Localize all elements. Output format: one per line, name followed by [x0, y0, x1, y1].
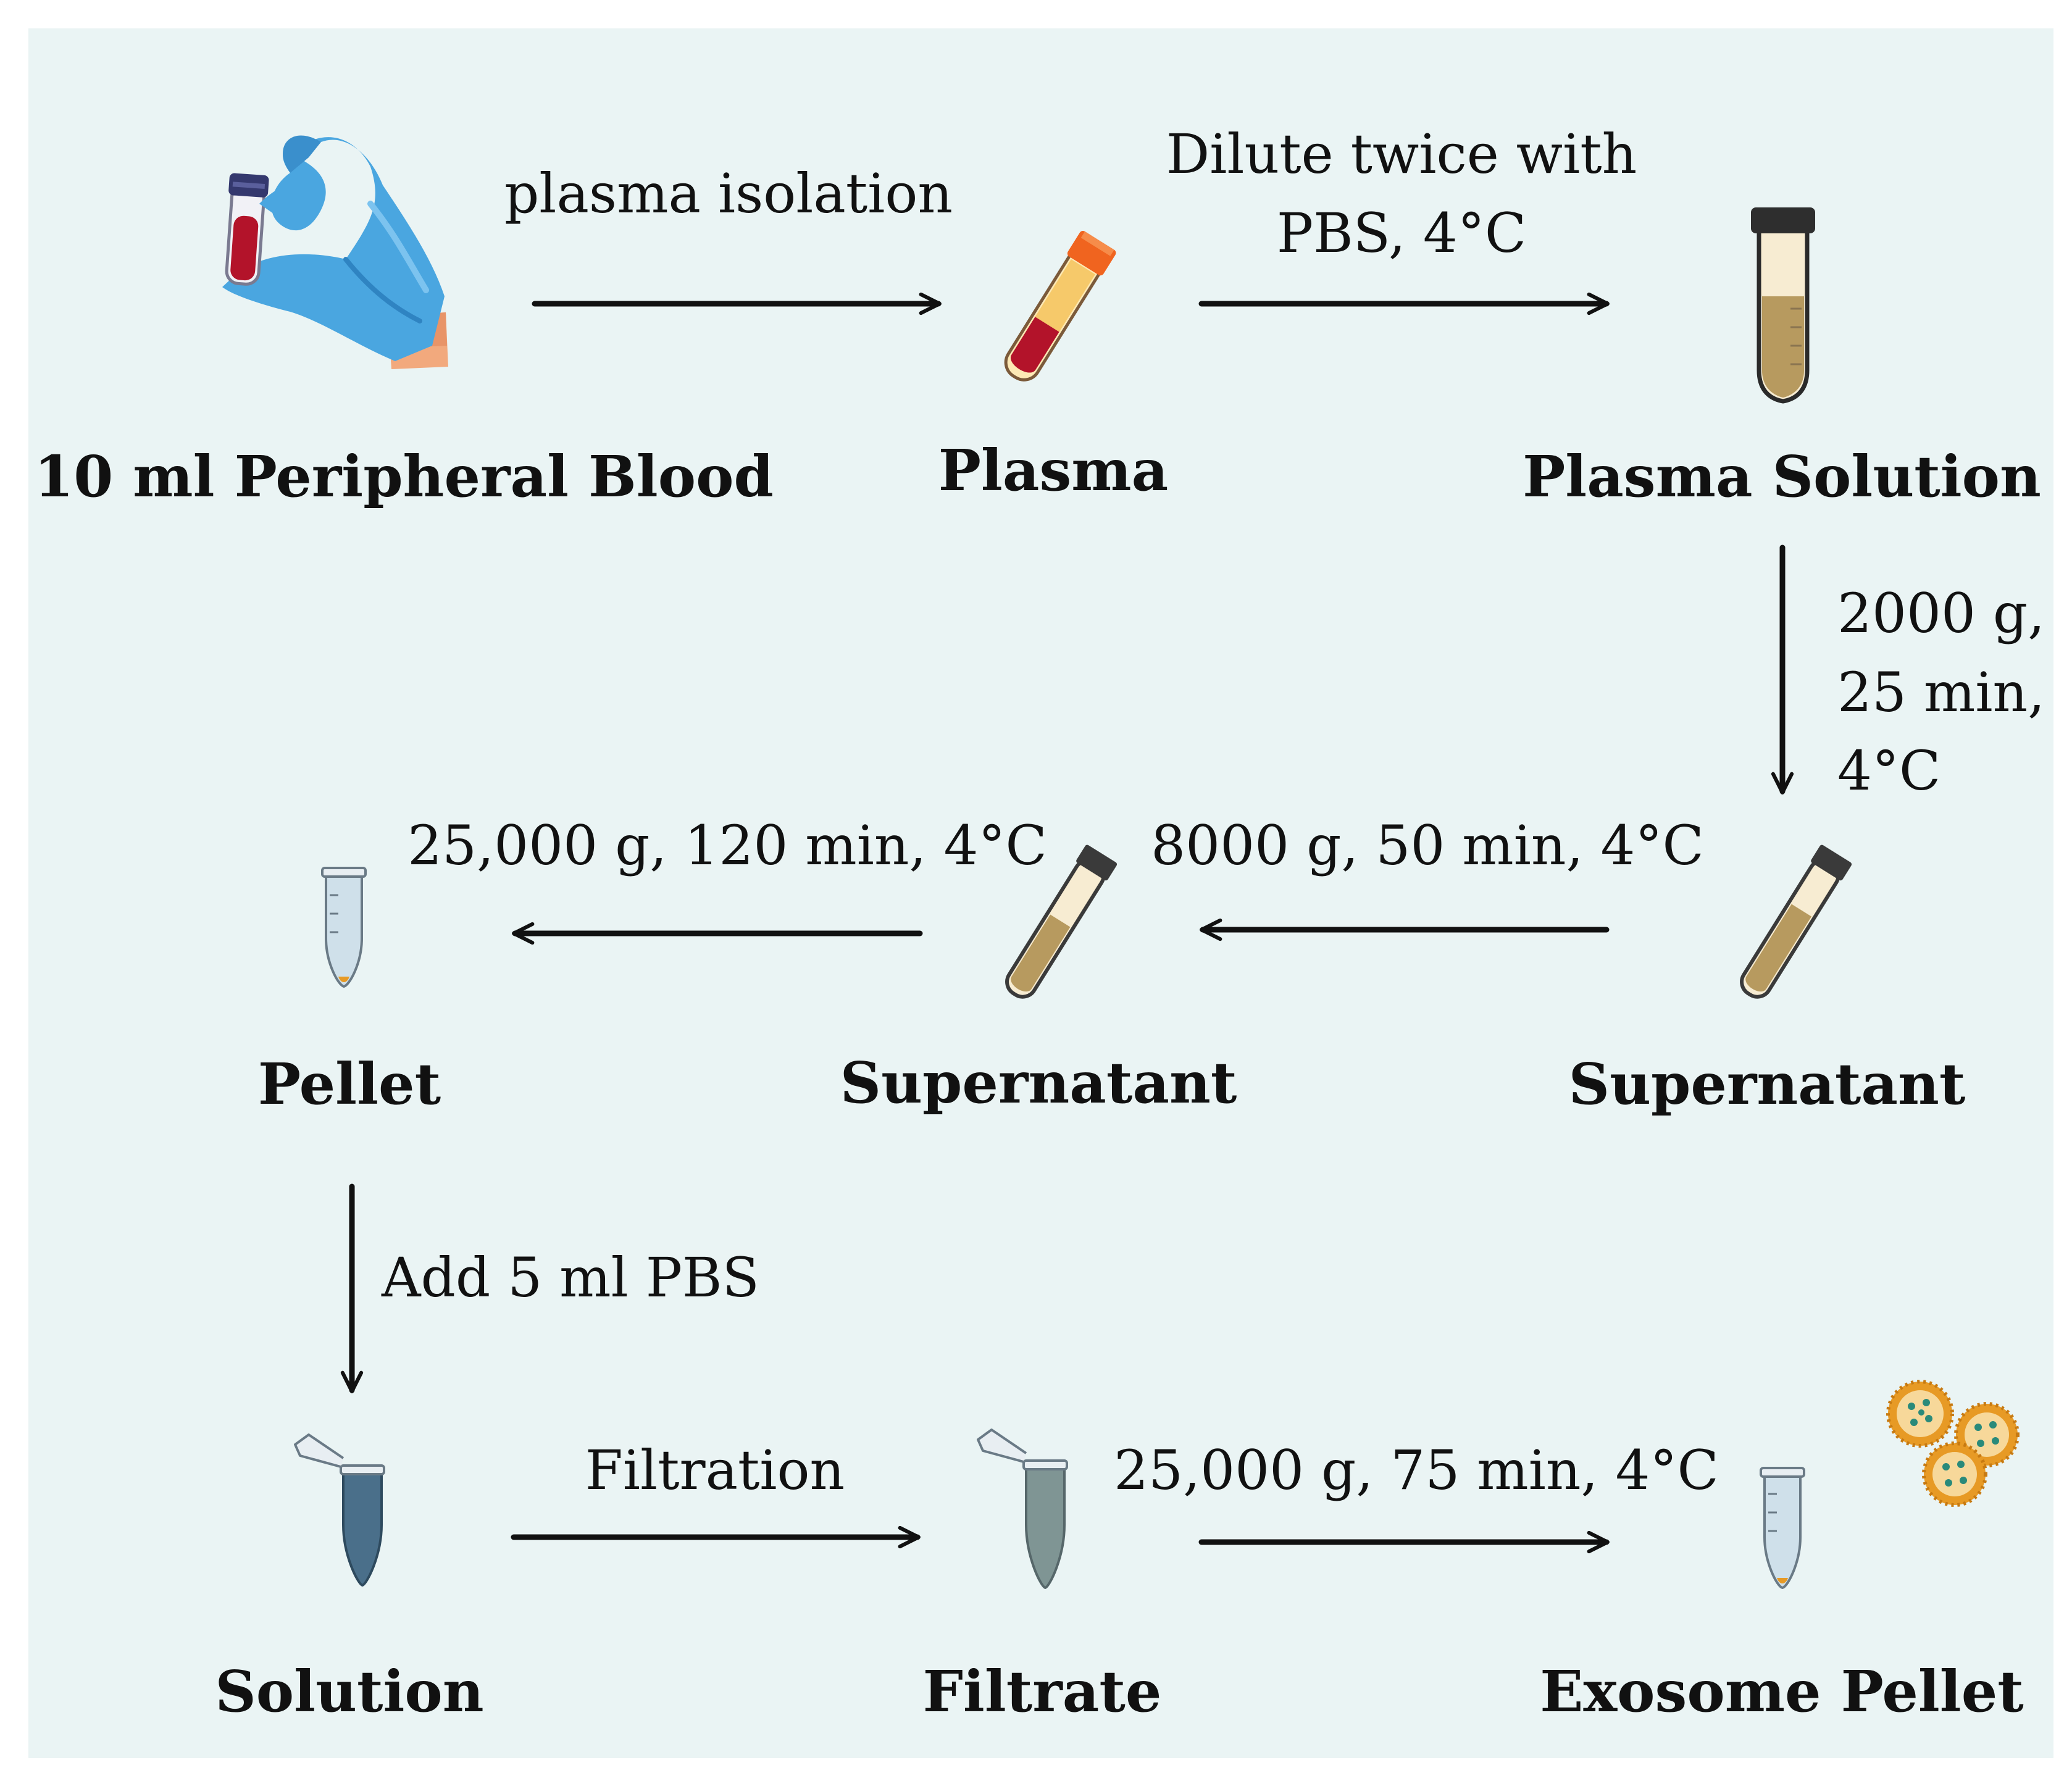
step-label-dilute: Dilute twice with PBS, 4°C: [1166, 115, 1637, 272]
step-label-spin-2000g: 2000 g, 25 min, 4°C: [1837, 574, 2045, 811]
falcon-tube-icon: [1751, 207, 1815, 404]
node-label-pellet: Pellet: [257, 1051, 441, 1117]
node-label-supernatant-right: Supernatant: [1568, 1051, 1966, 1117]
step-label-spin-2000g-line3: 4°C: [1837, 739, 1941, 803]
node-label-plasma-solution: Plasma Solution: [1523, 443, 2041, 510]
open-eppendorf-icon: [977, 1429, 1068, 1590]
step-label-spin-25000g-75: 25,000 g, 75 min, 4°C: [1114, 1438, 1719, 1502]
tilted-tube-icon: [1740, 845, 1852, 999]
step-label-spin-2000g-line2: 25 min,: [1837, 660, 2045, 724]
step-label-spin-8000g: 8000 g, 50 min, 4°C: [1151, 814, 1704, 877]
microtube-icon: [321, 867, 367, 988]
plasma-tube-icon: [1004, 231, 1116, 382]
exosome-vesicles-icon: [1886, 1380, 2020, 1507]
tilted-tube-icon: [1005, 845, 1117, 999]
microtube-icon: [1760, 1467, 1805, 1590]
open-eppendorf-icon: [294, 1433, 385, 1587]
step-label-plasma-isolation: plasma isolation: [504, 162, 953, 225]
step-label-dilute-line2: PBS, 4°C: [1276, 201, 1527, 265]
node-label-plasma: Plasma: [938, 437, 1169, 504]
gloved-hand-holding-blood-tube-icon: [222, 135, 448, 369]
node-label-supernatant-middle: Supernatant: [840, 1049, 1237, 1116]
step-label-filtration: Filtration: [585, 1438, 845, 1502]
step-label-spin-25000g-120: 25,000 g, 120 min, 4°C: [407, 814, 1047, 877]
node-label-solution: Solution: [215, 1658, 484, 1725]
step-label-add-pbs: Add 5 ml PBS: [382, 1246, 759, 1309]
step-label-spin-2000g-line1: 2000 g,: [1837, 582, 2045, 645]
step-label-dilute-line1: Dilute twice with: [1166, 122, 1637, 186]
node-label-blood: 10 ml Peripheral Blood: [34, 443, 774, 510]
node-label-exosome-pellet: Exosome Pellet: [1540, 1658, 2024, 1725]
node-label-filtrate: Filtrate: [922, 1658, 1162, 1725]
